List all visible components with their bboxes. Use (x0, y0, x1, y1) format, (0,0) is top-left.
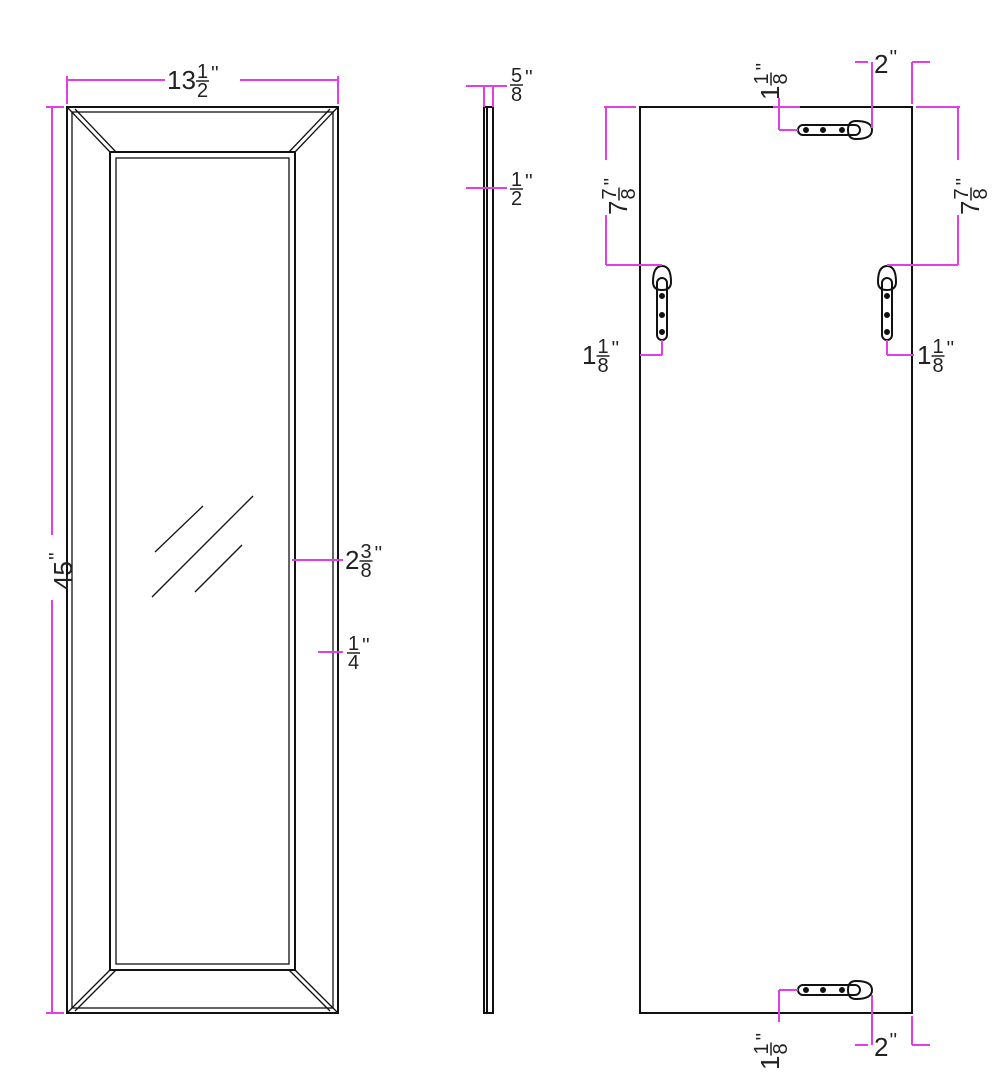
top-hanger-offset-label: 118'' (751, 63, 792, 100)
dimension-numerator: 1 (751, 1043, 773, 1054)
top-hanger-edge-label: 2'' (874, 47, 897, 79)
dimension-whole: 45 (48, 561, 78, 590)
inch-mark: '' (211, 63, 219, 85)
dimension-numerator: 1 (751, 73, 773, 84)
hanger-bracket-icon (876, 264, 898, 341)
hanger-bracket-icon (651, 264, 673, 341)
dimension-numerator: 1 (933, 336, 944, 358)
right-hanger-drop-label: 778'' (951, 178, 992, 215)
dimension-whole: 1 (917, 340, 931, 370)
mirror-glass (115, 157, 290, 965)
dimension-numerator: 5 (511, 65, 522, 87)
inch-mark: '' (890, 1030, 898, 1052)
inch-mark: '' (601, 178, 623, 186)
inch-mark: '' (947, 338, 955, 360)
dimension-whole: 1 (755, 1056, 785, 1070)
dimension-denominator: 8 (970, 188, 992, 199)
dimension-numerator: 7 (599, 188, 621, 199)
dimension-whole: 2 (345, 545, 359, 575)
dimension-denominator: 2 (511, 188, 522, 210)
hanger-bracket-icon (797, 119, 874, 141)
dimension-denominator: 8 (770, 1043, 792, 1054)
inch-mark: '' (753, 63, 775, 71)
dimension-numerator: 7 (951, 188, 973, 199)
dimension-numerator: 1 (598, 336, 609, 358)
dimension-whole: 2 (874, 49, 888, 79)
dimension-denominator: 8 (618, 188, 640, 199)
dimension-denominator: 8 (933, 355, 944, 377)
frame-bevels (66, 106, 339, 1014)
glass-label: 12'' (510, 169, 533, 210)
side-view: 58'' 12'' (466, 65, 533, 1014)
thickness-label: 58'' (510, 65, 533, 106)
side-profile (483, 106, 494, 1014)
inch-mark: '' (890, 47, 898, 69)
inch-mark: '' (525, 67, 533, 89)
dimension-numerator: 1 (511, 169, 522, 191)
side-dimension-lines (466, 85, 507, 189)
dimension-denominator: 2 (197, 80, 208, 102)
dimension-whole: 2 (874, 1032, 888, 1062)
bottom-hanger-offset-label: 118'' (751, 1033, 792, 1070)
bottom-hanger-edge-label: 2'' (874, 1030, 897, 1062)
dimension-denominator: 8 (361, 560, 372, 582)
back-panel (639, 106, 913, 1014)
glass-reflection-icon (151, 495, 254, 598)
inner-frame (109, 151, 296, 971)
hanger-bracket-icon (797, 979, 874, 1001)
front-dimension-lines (46, 76, 343, 1014)
dimension-numerator: 1 (197, 61, 208, 83)
dimension-whole: 1 (755, 86, 785, 100)
inch-mark: '' (375, 543, 383, 565)
height-label: 45'' (46, 552, 78, 590)
inch-mark: '' (46, 552, 68, 560)
inch-mark: '' (753, 1033, 775, 1041)
inch-mark: '' (362, 635, 370, 657)
inch-mark: '' (953, 178, 975, 186)
frame-edge-label: 14'' (347, 633, 370, 674)
left-hanger-drop-label: 778'' (599, 178, 640, 215)
dimension-numerator: 3 (361, 541, 372, 563)
inch-mark: '' (612, 338, 620, 360)
dimension-whole: 7 (603, 201, 633, 215)
back-dimension-lines (604, 61, 960, 1046)
dimension-denominator: 8 (598, 355, 609, 377)
dimension-denominator: 8 (770, 73, 792, 84)
dimension-numerator: 1 (348, 633, 359, 655)
dimension-denominator: 4 (348, 652, 359, 674)
dimension-whole: 13 (167, 65, 196, 95)
dimension-whole: 7 (955, 201, 985, 215)
dimension-whole: 1 (582, 340, 596, 370)
dimension-denominator: 8 (511, 84, 522, 106)
inch-mark: '' (525, 171, 533, 193)
